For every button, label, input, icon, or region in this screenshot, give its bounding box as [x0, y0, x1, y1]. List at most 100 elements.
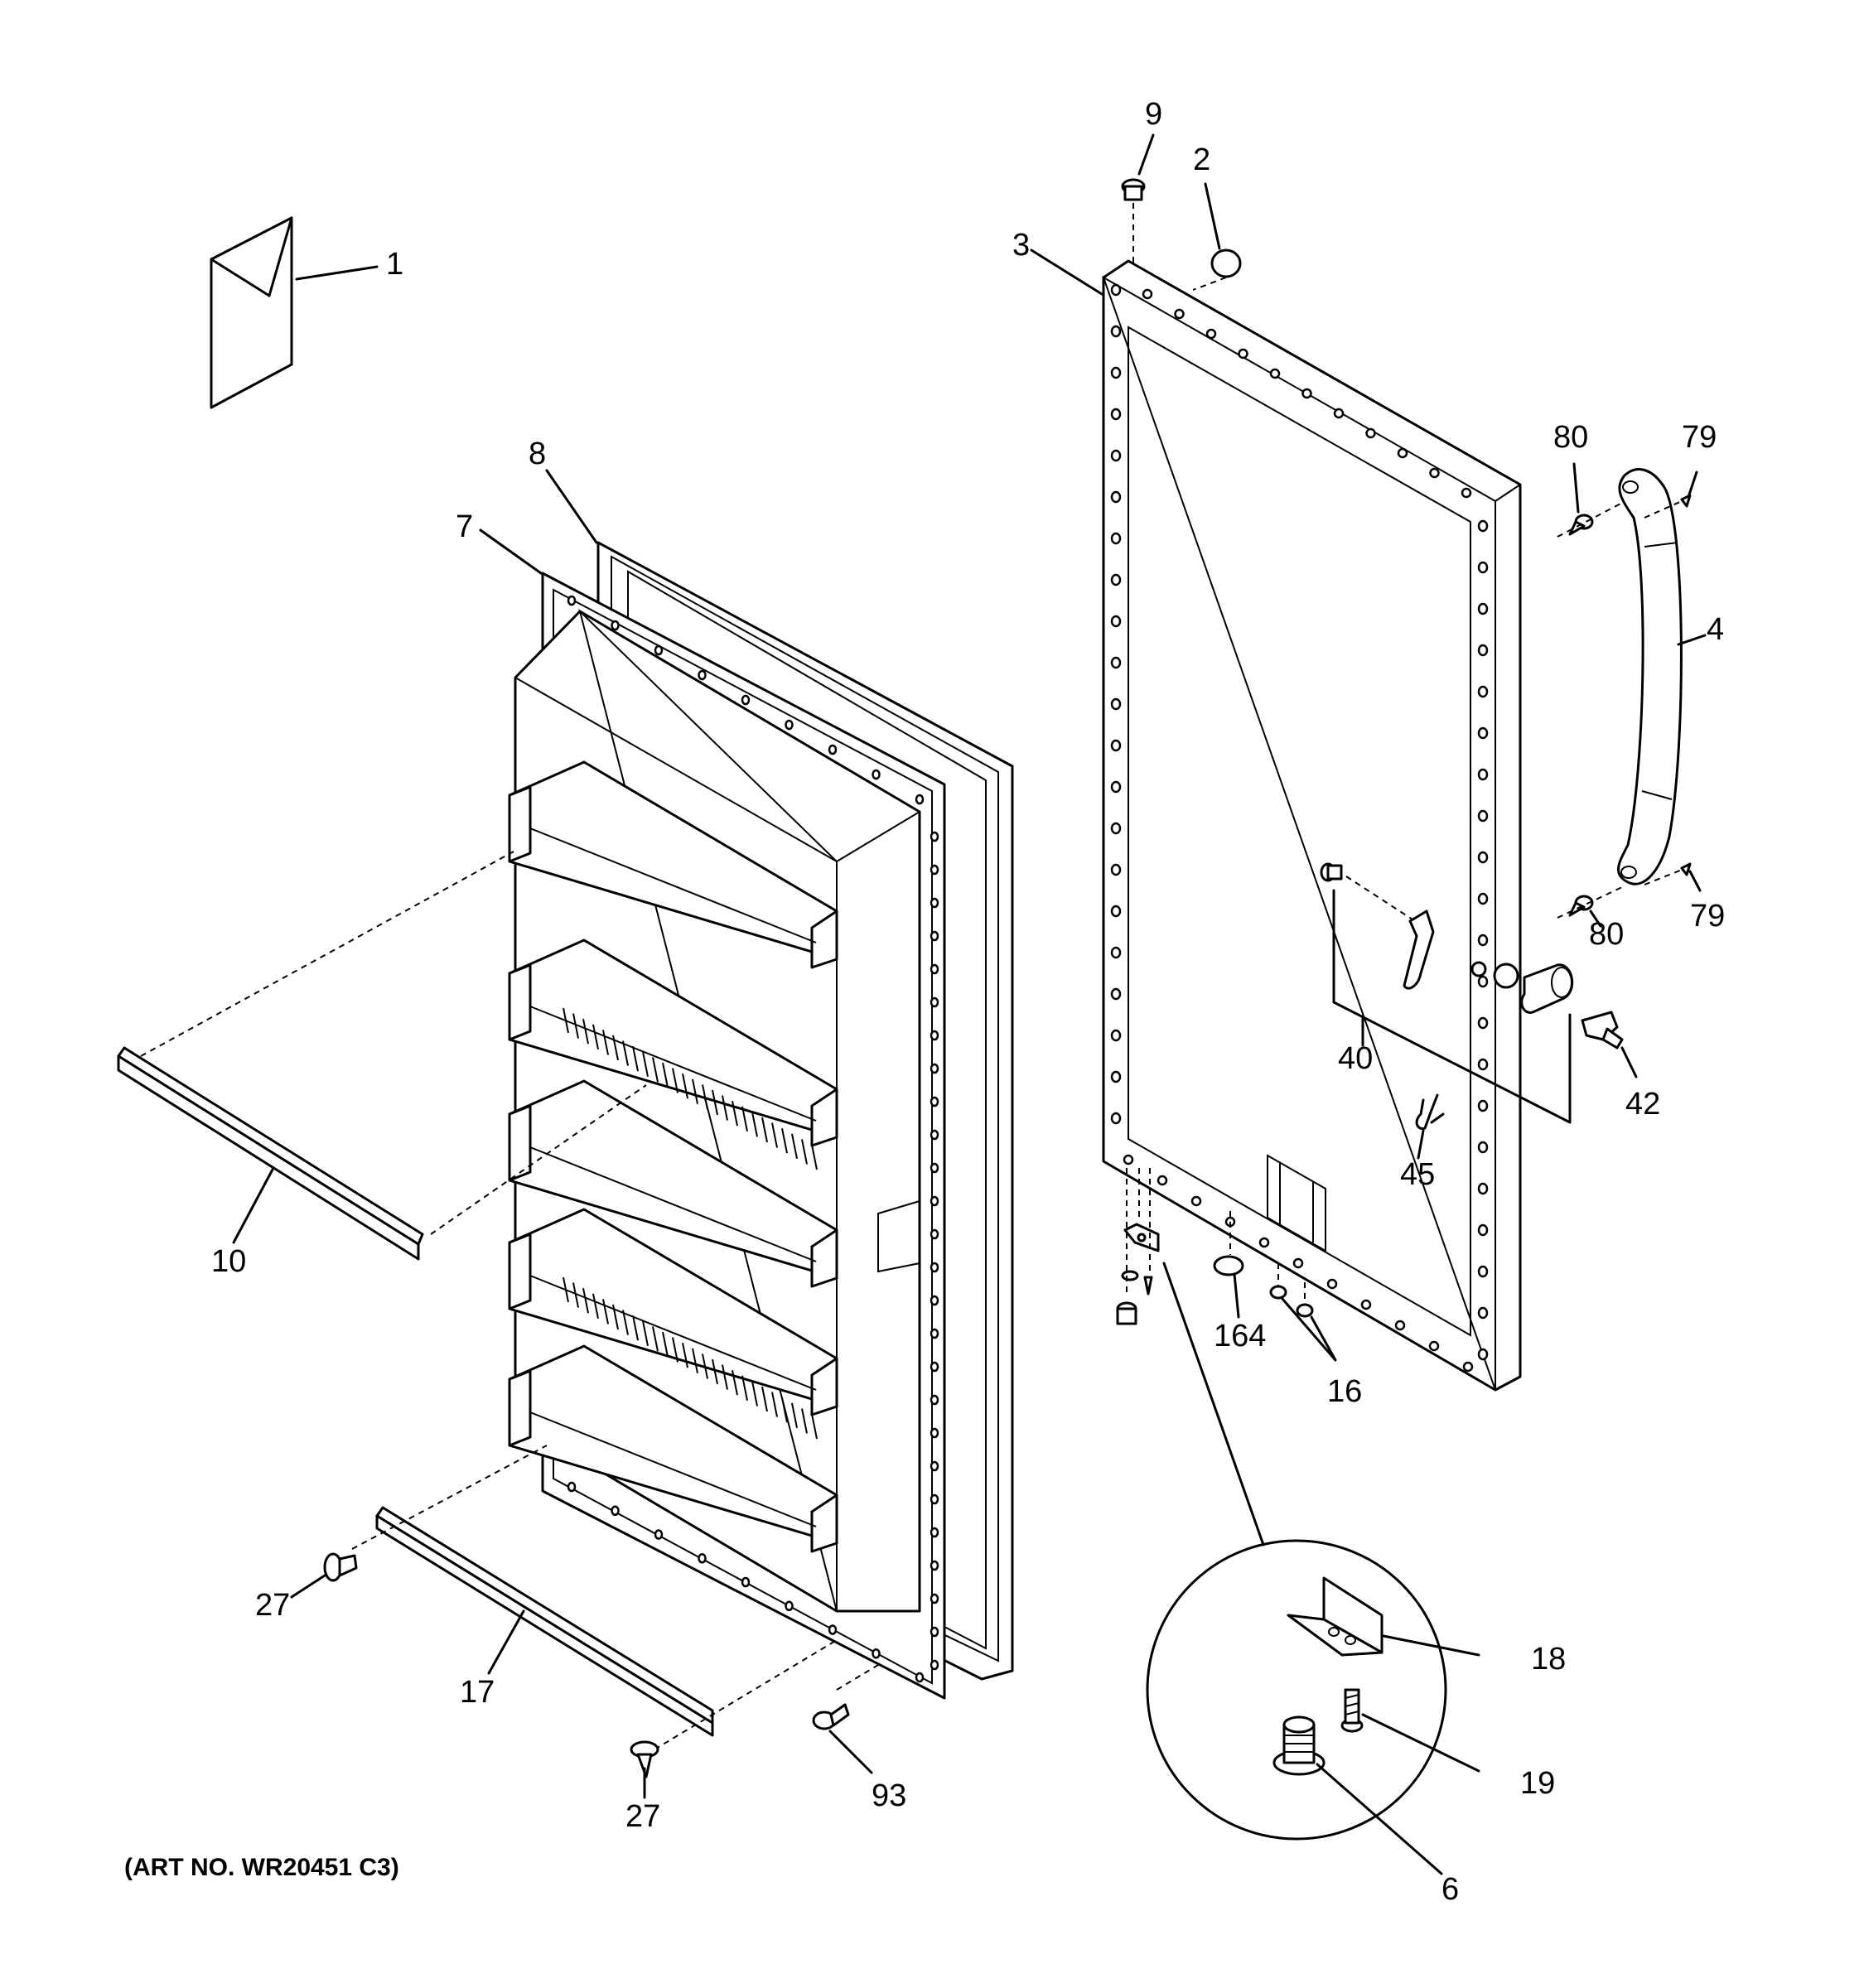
liner-hole	[930, 831, 939, 842]
bottom-hinge-small	[1116, 1168, 1265, 1546]
panel-hole	[1110, 905, 1122, 918]
panel-hole	[1394, 1320, 1406, 1331]
panel-hole	[1477, 602, 1489, 615]
liner-hole	[930, 1129, 939, 1141]
liner-hole	[698, 1553, 707, 1564]
shelf-bar-part	[117, 851, 647, 1261]
panel-hole	[1110, 449, 1122, 462]
panel-hole	[1190, 1195, 1202, 1207]
hinge-detail-circle	[1146, 1539, 1480, 1875]
liner-hole	[567, 1481, 577, 1493]
panel-hole	[1365, 427, 1376, 439]
door-shelf	[508, 1079, 838, 1288]
handle-screw-80-upper	[1557, 462, 1625, 538]
panel-hole	[1477, 975, 1489, 988]
liner-hole	[915, 1672, 925, 1683]
panel-hole	[1110, 1029, 1122, 1042]
liner-hole	[930, 1394, 939, 1406]
panel-hole	[1110, 490, 1122, 504]
liner-hole	[828, 744, 838, 755]
liner-hole	[930, 1328, 939, 1339]
panel-hole	[1477, 1348, 1489, 1361]
callout-1: 1	[386, 247, 403, 282]
panel-hole	[1110, 1070, 1122, 1083]
callout-3: 3	[1012, 228, 1030, 263]
callout-19: 19	[1520, 1766, 1555, 1801]
liner-hole	[611, 620, 620, 631]
panel-hole	[1360, 1299, 1372, 1310]
lock-assembly-part	[1320, 862, 1574, 1124]
callout-80-upper: 80	[1553, 420, 1588, 455]
panel-hole	[1205, 328, 1217, 340]
callout-labels: 1 2 3 4 6 7 8 9 10 16 17 18 19 27 27 40 …	[124, 97, 1725, 1907]
liner-hole	[930, 1096, 939, 1107]
key-part	[1581, 1011, 1638, 1078]
callout-18: 18	[1531, 1642, 1566, 1677]
liner-hole	[930, 1593, 939, 1604]
door-shelf	[508, 1208, 838, 1440]
callout-16: 16	[1327, 1374, 1362, 1409]
top-screw-part	[1121, 133, 1155, 263]
liner-hole	[741, 694, 751, 706]
handle-screw-80-lower	[1557, 885, 1625, 928]
door-panel-part	[1030, 248, 1522, 1392]
panel-hole	[1333, 408, 1345, 419]
callout-42: 42	[1625, 1087, 1660, 1122]
callout-6: 6	[1441, 1872, 1459, 1907]
panel-hole	[1477, 685, 1489, 698]
panel-hole	[1110, 408, 1122, 421]
callout-2: 2	[1193, 142, 1210, 177]
panel-hole	[1477, 934, 1489, 947]
panel-hole	[1110, 573, 1122, 586]
handle-screw-79-lower	[1644, 862, 1702, 892]
liner-hole	[930, 930, 939, 942]
handle-part	[1617, 468, 1707, 885]
liner-hole	[930, 1493, 939, 1505]
panel-hole	[1477, 1141, 1489, 1154]
callout-9: 9	[1145, 97, 1162, 132]
liner-hole	[872, 1648, 881, 1659]
liner-hole	[828, 1624, 838, 1635]
liner-hole	[741, 1576, 751, 1588]
liner-hole	[930, 1195, 939, 1207]
callout-93: 93	[872, 1778, 906, 1813]
callout-27-upper: 27	[255, 1588, 290, 1623]
panel-hole	[1477, 851, 1489, 864]
panel-hole	[1477, 1016, 1489, 1030]
grommet-164-part	[1213, 1211, 1244, 1319]
callout-17: 17	[460, 1675, 495, 1710]
panel-hole	[1110, 656, 1122, 669]
liner-hole	[930, 1295, 939, 1306]
liner-hole	[930, 963, 939, 975]
screw-27-lower	[630, 1740, 659, 1799]
liner-hole	[654, 644, 664, 656]
door-shelf	[508, 1344, 838, 1553]
liner-hole	[698, 669, 707, 681]
liner-hole	[567, 595, 577, 606]
panel-hole	[1110, 697, 1122, 711]
panel-hole	[1292, 1257, 1304, 1269]
panel-hole	[1258, 1237, 1270, 1248]
panel-hole	[1110, 822, 1122, 835]
panel-hole	[1301, 388, 1312, 399]
liner-hole	[654, 1529, 664, 1540]
callout-40: 40	[1338, 1041, 1373, 1076]
plug-part	[1192, 182, 1242, 291]
liner-hole	[930, 1228, 939, 1240]
panel-hole	[1477, 1099, 1489, 1112]
panel-hole	[1142, 288, 1153, 300]
panel-hole	[1477, 1265, 1489, 1278]
liner-hole	[930, 1659, 939, 1671]
liner-hole	[930, 1527, 939, 1538]
handle-screw-79-upper	[1644, 470, 1698, 519]
liner-hole	[930, 1427, 939, 1439]
panel-hole	[1477, 1223, 1489, 1237]
door-shelf	[508, 760, 838, 969]
panel-hole	[1477, 1306, 1489, 1320]
panel-hole	[1428, 1340, 1440, 1352]
panel-hole	[1110, 946, 1122, 959]
liner-hole	[611, 1505, 620, 1516]
panel-hole	[1397, 447, 1408, 459]
callout-79-upper: 79	[1682, 420, 1717, 455]
